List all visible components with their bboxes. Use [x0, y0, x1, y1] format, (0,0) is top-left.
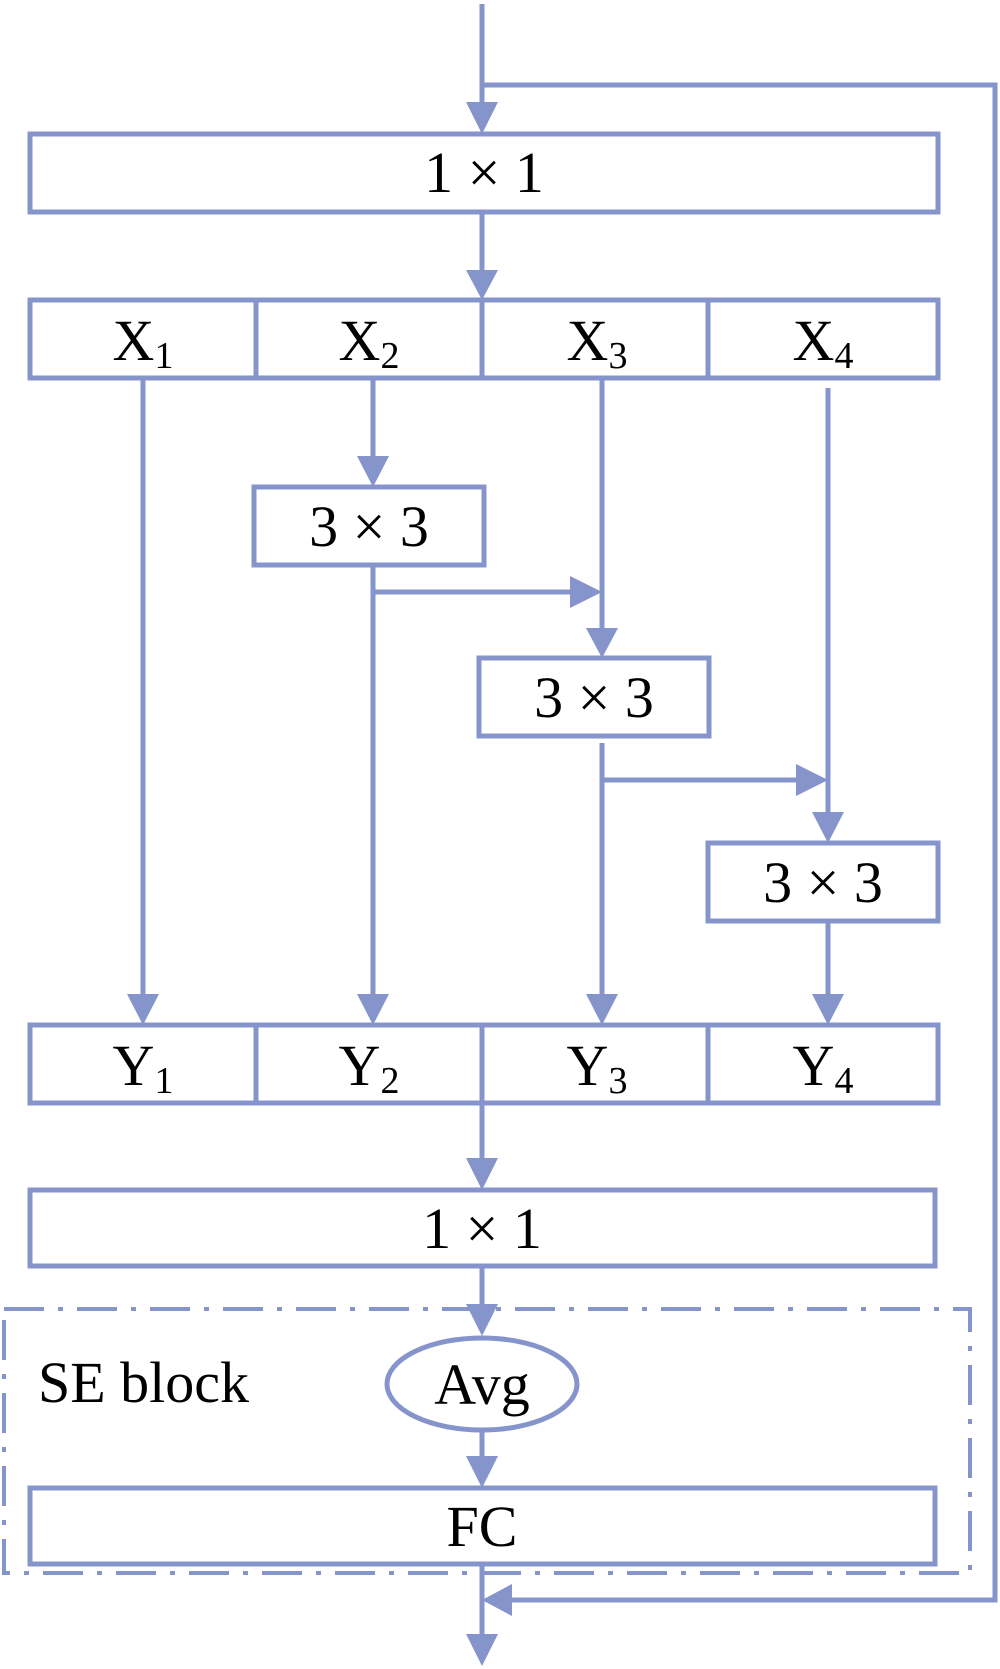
arrow-x4-to-conv3 [812, 388, 844, 843]
conv-3x3-branch-3: 3 × 3 [476, 655, 712, 739]
svg-text:Avg: Avg [434, 1352, 530, 1417]
skip-connection-line [482, 82, 998, 1603]
arrow-conv-to-avg [466, 1266, 498, 1336]
split-row: X1 X2 X3 X4 [27, 297, 941, 381]
output-row: Y1 Y2 Y3 Y4 [27, 1022, 941, 1106]
arrow-conv2-to-x4-path [602, 764, 828, 796]
output-arrow [466, 1564, 498, 1666]
svg-text:3 × 3: 3 × 3 [763, 850, 883, 915]
output-y3: Y3 [567, 1033, 628, 1102]
avg-pool-ellipse: Avg [384, 1335, 580, 1433]
split-x1: X1 [113, 308, 174, 377]
arrow-conv2-to-y3 [586, 743, 618, 1025]
output-y1: Y1 [113, 1033, 174, 1102]
se-block-label: SE block [38, 1350, 249, 1415]
svg-text:1 × 1: 1 × 1 [422, 1196, 542, 1261]
se-block-frame [2, 1307, 972, 1575]
arrow-x2-to-conv1 [357, 378, 389, 487]
input-arrow [466, 4, 498, 134]
arrow-x3-to-conv2 [586, 378, 618, 658]
arrow-conv-to-split [466, 212, 498, 300]
conv-3x3-branch-4: 3 × 3 [705, 840, 941, 924]
arrow-conv3-to-y4 [812, 921, 844, 1025]
split-x4: X4 [793, 308, 854, 377]
arrow-conv1-to-y2 [357, 565, 389, 1025]
svg-text:FC: FC [447, 1494, 518, 1559]
conv-3x3-branch-2: 3 × 3 [251, 484, 487, 568]
fc-layer: FC [27, 1485, 938, 1567]
arrow-x1-to-y1 [127, 378, 159, 1025]
output-y2: Y2 [339, 1033, 400, 1102]
svg-text:1 × 1: 1 × 1 [424, 140, 544, 205]
arrow-conv1-to-x3-path [373, 576, 602, 608]
svg-text:3 × 3: 3 × 3 [534, 665, 654, 730]
output-y4: Y4 [793, 1033, 854, 1102]
split-x2: X2 [339, 308, 400, 377]
split-x3: X3 [567, 308, 628, 377]
top-conv-1x1: 1 × 1 [27, 131, 941, 215]
arrow-output-to-conv [466, 1103, 498, 1190]
svg-text:3 × 3: 3 × 3 [309, 494, 429, 559]
skip-connection-arrowhead [482, 1584, 512, 1616]
arrow-avg-to-fc [466, 1430, 498, 1488]
bottom-conv-1x1: 1 × 1 [27, 1187, 938, 1269]
